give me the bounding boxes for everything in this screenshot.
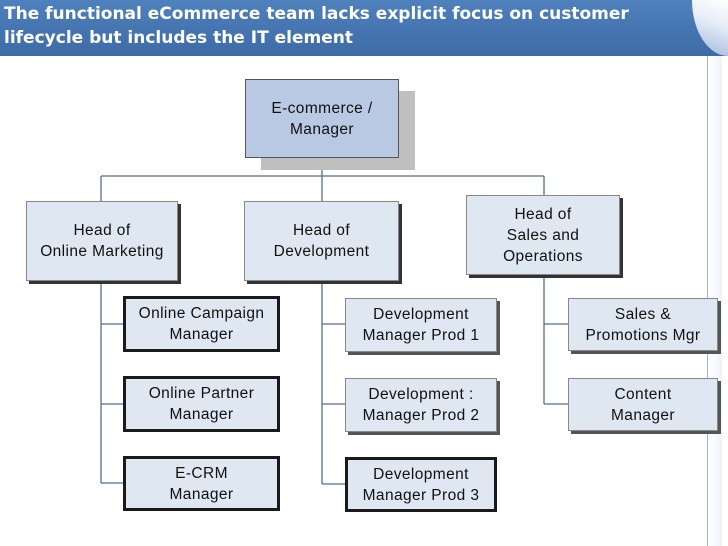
org-box-line: Sales and [506, 226, 580, 244]
org-box-development-manager-prod-1: Development Manager Prod 1 [345, 298, 497, 352]
org-box-line: Manager [169, 406, 234, 423]
org-box-line: Online Campaign [138, 305, 265, 322]
org-box-line: Content [614, 385, 672, 403]
org-box-line: Manager [611, 406, 675, 424]
org-box-head-online-marketing: Head of Online Marketing [26, 201, 178, 281]
org-box-line: Manager Prod 2 [362, 407, 480, 424]
org-box-ecommerce-manager: E-commerce / Manager [245, 79, 399, 158]
org-box-line: Development [273, 243, 370, 260]
org-box-line: Development [373, 465, 469, 483]
org-box-line: Head of [292, 222, 351, 239]
org-box-line: Manager [169, 485, 234, 503]
org-box-development-manager-prod-3: Development Manager Prod 3 [345, 457, 497, 512]
org-box-line: E-commerce / [271, 99, 373, 117]
org-box-line: Promotions Mgr [585, 326, 701, 344]
org-box-line: Manager Prod 3 [362, 486, 480, 504]
org-box-line: Online Marketing [40, 243, 164, 260]
slide-title-bar: The functional eCommerce team lacks expl… [0, 0, 728, 56]
slide-title: The functional eCommerce team lacks expl… [4, 2, 694, 50]
org-box-line: Manager Prod 1 [362, 327, 480, 344]
org-box-content-manager: Content Manager [568, 378, 718, 431]
org-box-line: Head of [73, 222, 131, 239]
org-box-head-development: Head of Development [244, 201, 399, 281]
org-box-head-sales-operations: Head of Sales and Operations [466, 195, 620, 275]
org-box-line: Operations [503, 247, 583, 265]
org-box-online-campaign-manager: Online Campaign Manager [123, 296, 280, 352]
org-box-online-partner-manager: Online Partner Manager [123, 376, 280, 432]
org-box-ecrm-manager: E-CRM Manager [123, 456, 280, 511]
org-box-line: Manager [290, 120, 354, 138]
slide-title-line-1: The functional eCommerce team lacks expl… [4, 4, 629, 24]
org-box-line: Head of [514, 205, 572, 223]
org-box-sales-promotions-mgr: Sales & Promotions Mgr [568, 298, 718, 351]
org-box-line: Development : [368, 386, 474, 403]
org-box-line: E-CRM [175, 464, 228, 482]
org-box-line: Online Partner [148, 385, 255, 402]
org-box-development-manager-prod-2: Development : Manager Prod 2 [345, 378, 497, 432]
org-box-line: Development [373, 306, 469, 323]
slide-title-line-2: lifecycle but includes the IT element [4, 28, 353, 48]
org-box-line: Manager [169, 326, 234, 343]
org-box-line: Sales & [614, 305, 672, 323]
